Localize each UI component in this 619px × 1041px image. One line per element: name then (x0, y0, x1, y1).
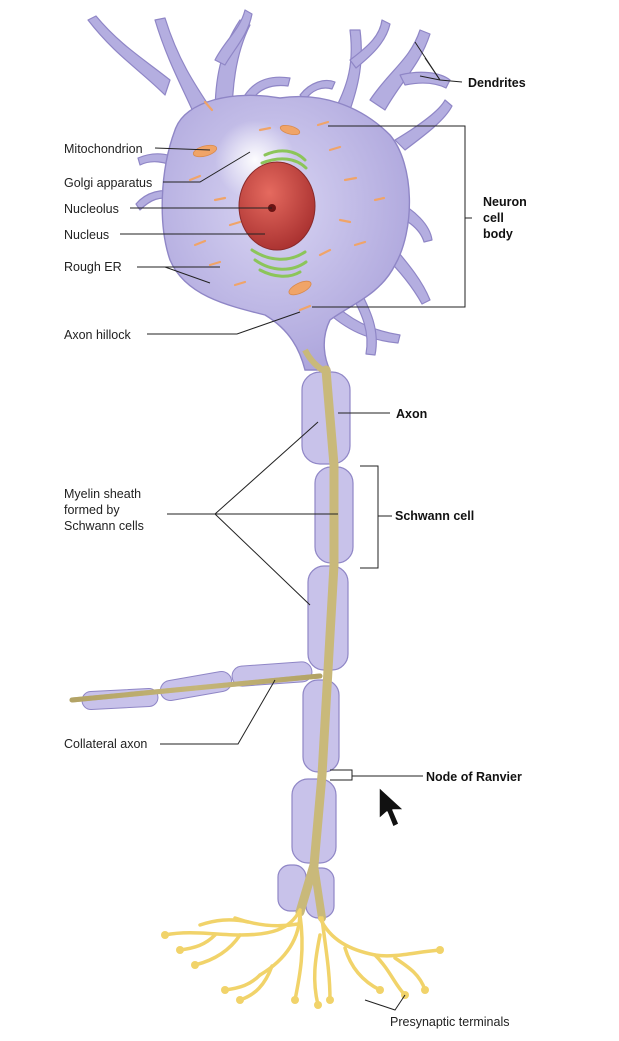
label-schwann-cell: Schwann cell (395, 509, 474, 523)
cell-body (161, 94, 411, 371)
label-presynaptic-terminals: Presynaptic terminals (390, 1015, 510, 1029)
mitochondria (192, 124, 312, 296)
terminal-bulbs (161, 931, 444, 1009)
label-rough-er: Rough ER (64, 260, 122, 274)
label-nucleolus: Nucleolus (64, 202, 119, 216)
arrow-cursor-icon (378, 786, 405, 828)
presynaptic-terminals (163, 908, 442, 1007)
label-cell-body-2: cell (483, 211, 504, 225)
label-axon-hillock: Axon hillock (64, 328, 131, 342)
label-myelin-3: Schwann cells (64, 519, 144, 533)
dendrites (87, 9, 453, 356)
label-myelin-1: Myelin sheath (64, 487, 141, 501)
labels: Dendrites Mitochondrion Golgi apparatus … (64, 76, 527, 1029)
rough-er (188, 100, 386, 312)
label-collateral-axon: Collateral axon (64, 737, 147, 751)
label-dendrites: Dendrites (468, 76, 526, 90)
label-nucleus: Nucleus (64, 228, 109, 242)
label-cell-body-3: body (483, 227, 513, 241)
label-golgi-apparatus: Golgi apparatus (64, 176, 152, 190)
label-myelin-2: formed by (64, 503, 120, 517)
label-cell-body-1: Neuron (483, 195, 527, 209)
golgi-apparatus (250, 149, 308, 278)
label-axon: Axon (396, 407, 427, 421)
label-mitochondrion: Mitochondrion (64, 142, 143, 156)
axon (69, 348, 354, 922)
leader-lines (120, 41, 472, 1011)
label-node-of-ranvier: Node of Ranvier (426, 770, 522, 784)
nucleus (238, 161, 316, 251)
